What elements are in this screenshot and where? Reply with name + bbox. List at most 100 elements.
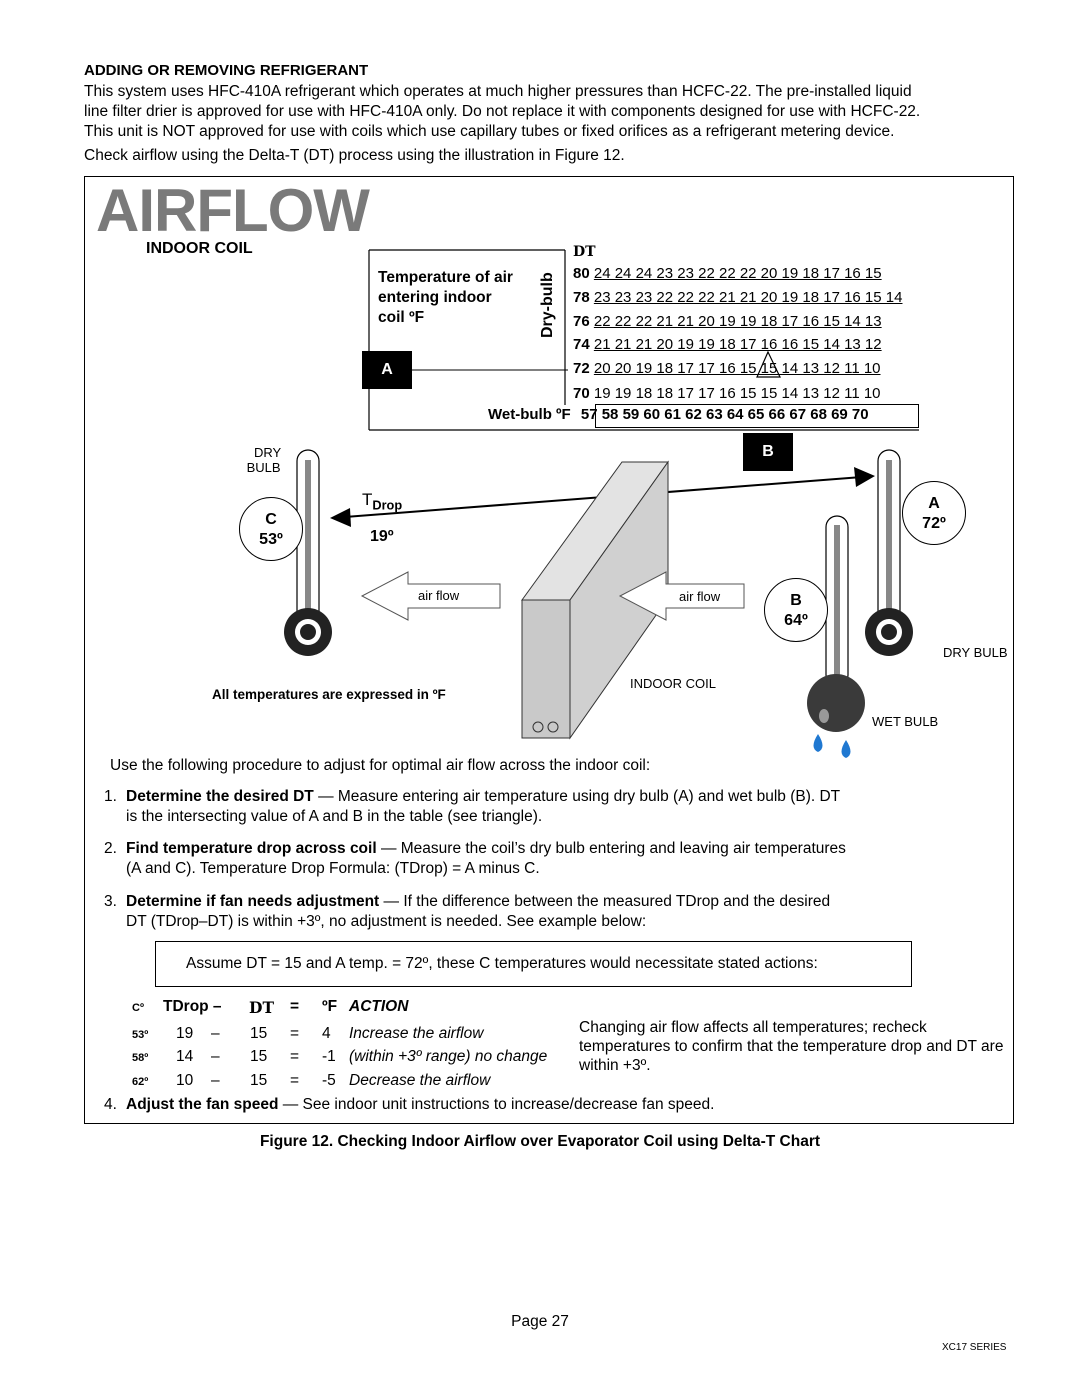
circle-b: B 64º	[764, 578, 828, 642]
intro-line: line filter drier is approved for use wi…	[84, 103, 921, 120]
tdrop-t: T	[362, 490, 373, 509]
box-a-label: A	[362, 351, 412, 389]
step-2: 2. Find temperature drop across coil — M…	[104, 839, 934, 879]
assume-box: Assume DT = 15 and A temp. = 72º, these …	[155, 941, 912, 987]
dry-bulb-right-label: DRY BULB	[943, 645, 1008, 660]
col-tdrop: TDrop –	[163, 998, 222, 1015]
dry-bulb-value: 80	[573, 265, 590, 282]
circle-temp: 64º	[784, 612, 808, 629]
indoor-coil-heading: INDOOR COIL	[146, 240, 253, 257]
step-3: 3. Determine if fan needs adjustment — I…	[104, 892, 934, 932]
dry-bulb-value: 78	[573, 289, 590, 306]
procedure-intro: Use the following procedure to adjust fo…	[110, 757, 651, 774]
indoor-coil-drawing	[521, 460, 669, 740]
row-eq: =	[290, 1025, 300, 1042]
dt-values: 22 22 22 21 21 20 19 19 18 17 16 15 14 1…	[593, 313, 882, 330]
dt-table-row: 74 21 21 21 20 19 19 18 17 16 16 15 14 1…	[573, 336, 882, 353]
circle-temp: 53º	[259, 531, 283, 548]
circle-temp: 72º	[922, 515, 946, 532]
figure-title: AIRFLOW	[96, 177, 370, 244]
dt-values: 24 24 24 23 23 22 22 22 20 19 18 17 16 1…	[593, 265, 882, 282]
row-tdrop: 19	[176, 1025, 194, 1042]
step-text: — Measure the coil’s dry bulb entering a…	[376, 840, 846, 857]
step-heading: Determine the desired DT	[126, 788, 314, 805]
wet-bulb-row: Wet-bulb ºF 57 58 59 60 61 62 63 64 65 6…	[488, 406, 869, 423]
step-number: 1.	[104, 788, 117, 805]
page-number: Page 27	[511, 1313, 569, 1330]
row-c: 58º	[132, 1052, 149, 1064]
dt-table-row: 70 19 19 18 18 17 17 16 15 15 14 13 12 1…	[573, 385, 881, 402]
temp-label-line: Temperature of air	[378, 269, 513, 286]
circle-letter: B	[790, 592, 802, 609]
dt-values: 21 21 21 20 19 19 18 17 16 16 15 14 13 1…	[593, 336, 882, 353]
step-number: 2.	[104, 840, 117, 857]
row-tdrop: 10	[176, 1072, 194, 1089]
row-dt: 15	[250, 1072, 268, 1089]
intro-line: This unit is NOT approved for use with c…	[84, 123, 895, 140]
airflow-left-label: air flow	[418, 588, 460, 603]
dt-heading: DT	[573, 244, 596, 260]
row-eq: =	[290, 1048, 300, 1065]
row-c: 62º	[132, 1076, 149, 1088]
row-f: -1	[322, 1048, 336, 1065]
circle-letter: A	[928, 495, 940, 512]
step-text-line2: (A and C). Temperature Drop Formula: (TD…	[126, 860, 540, 877]
intro-line: This system uses HFC-410A refrigerant wh…	[84, 83, 912, 100]
row-action: (within +3º range) no change	[349, 1048, 548, 1065]
figure-caption: Figure 12. Checking Indoor Airflow over …	[259, 1133, 821, 1150]
wet-bulb-label: WET BULB	[872, 714, 939, 729]
tdrop-label: TDrop	[362, 490, 402, 512]
row-c: 53º	[132, 1029, 149, 1041]
wet-bulb-label: Wet-bulb ºF	[488, 406, 571, 423]
step-text-line2: is the intersecting value of A and B in …	[126, 808, 543, 825]
step-number: 4.	[104, 1096, 117, 1113]
col-action: ACTION	[349, 998, 409, 1015]
all-temps-note: All temperatures are expressed in ºF	[212, 687, 446, 702]
col-dt: DT	[249, 998, 274, 1017]
step-text-line2: DT (TDrop–DT) is within +3º, no adjustme…	[126, 913, 647, 930]
row-f: -5	[322, 1072, 336, 1089]
step-number: 3.	[104, 893, 117, 910]
row-minus: –	[211, 1072, 220, 1089]
dt-values: 23 23 23 22 22 22 21 21 20 19 18 17 16 1…	[593, 289, 903, 306]
wet-bulb-box	[595, 404, 919, 428]
dt-values: 20 20 19 18 17 17 16 15 15 14 13 12 11 1…	[593, 360, 881, 377]
dry-bulb-value: 72	[573, 360, 590, 377]
row-f: 4	[322, 1025, 331, 1042]
tdrop-value: 19º	[370, 528, 394, 545]
intersection-triangle	[756, 350, 781, 378]
temp-label-line: entering indoor	[378, 289, 492, 306]
temp-air-label: Temperature of air entering indoor coil …	[378, 268, 548, 328]
circle-letter: C	[265, 511, 277, 528]
col-c: Cº	[132, 1002, 144, 1014]
row-dt: 15	[250, 1025, 268, 1042]
indoor-coil-label: INDOOR COIL	[630, 676, 716, 691]
wet-bulb-values: 57 58 59 60 61 62 63 64 65 66 67 68 69 7…	[580, 406, 869, 423]
step-text: — Measure entering air temperature using…	[313, 788, 841, 805]
step-heading: Determine if fan needs adjustment	[126, 893, 380, 910]
dt-table-row: 72 20 20 19 18 17 17 16 15 15 14 13 12 1…	[573, 360, 881, 377]
dt-values: 19 19 18 18 17 17 16 15 15 14 13 12 11 1…	[593, 385, 881, 402]
row-dt: 15	[250, 1048, 268, 1065]
dt-table-row: 76 22 22 22 21 21 20 19 19 18 17 16 15 1…	[573, 313, 882, 330]
series-label: XC17 SERIES	[942, 1342, 1007, 1353]
circle-a: A 72º	[902, 481, 966, 545]
step-text: — If the difference between the measured…	[379, 893, 831, 910]
section-title: ADDING OR REMOVING REFRIGERANT	[84, 62, 369, 79]
change-note: Changing air flow affects all temperatur…	[579, 1019, 1004, 1074]
dt-table-row: 80 24 24 24 23 23 22 22 22 20 19 18 17 1…	[573, 265, 882, 282]
intro-check-airflow: Check airflow using the Delta-T (DT) pro…	[84, 147, 625, 164]
label-line: DRY	[254, 445, 282, 460]
dry-bulb-left-label: DRY BULB	[247, 445, 282, 475]
airflow-right-label: air flow	[679, 589, 721, 604]
row-action: Decrease the airflow	[349, 1072, 491, 1089]
wet-bulb-thermometer	[807, 515, 865, 758]
row-minus: –	[211, 1025, 220, 1042]
temp-label-line: coil ºF	[378, 309, 425, 326]
step-heading: Adjust the fan speed	[126, 1096, 279, 1113]
circle-c: C 53º	[239, 497, 303, 561]
col-eq: =	[290, 998, 300, 1015]
row-tdrop: 14	[176, 1048, 194, 1065]
step-heading: Find temperature drop across coil	[126, 840, 377, 857]
